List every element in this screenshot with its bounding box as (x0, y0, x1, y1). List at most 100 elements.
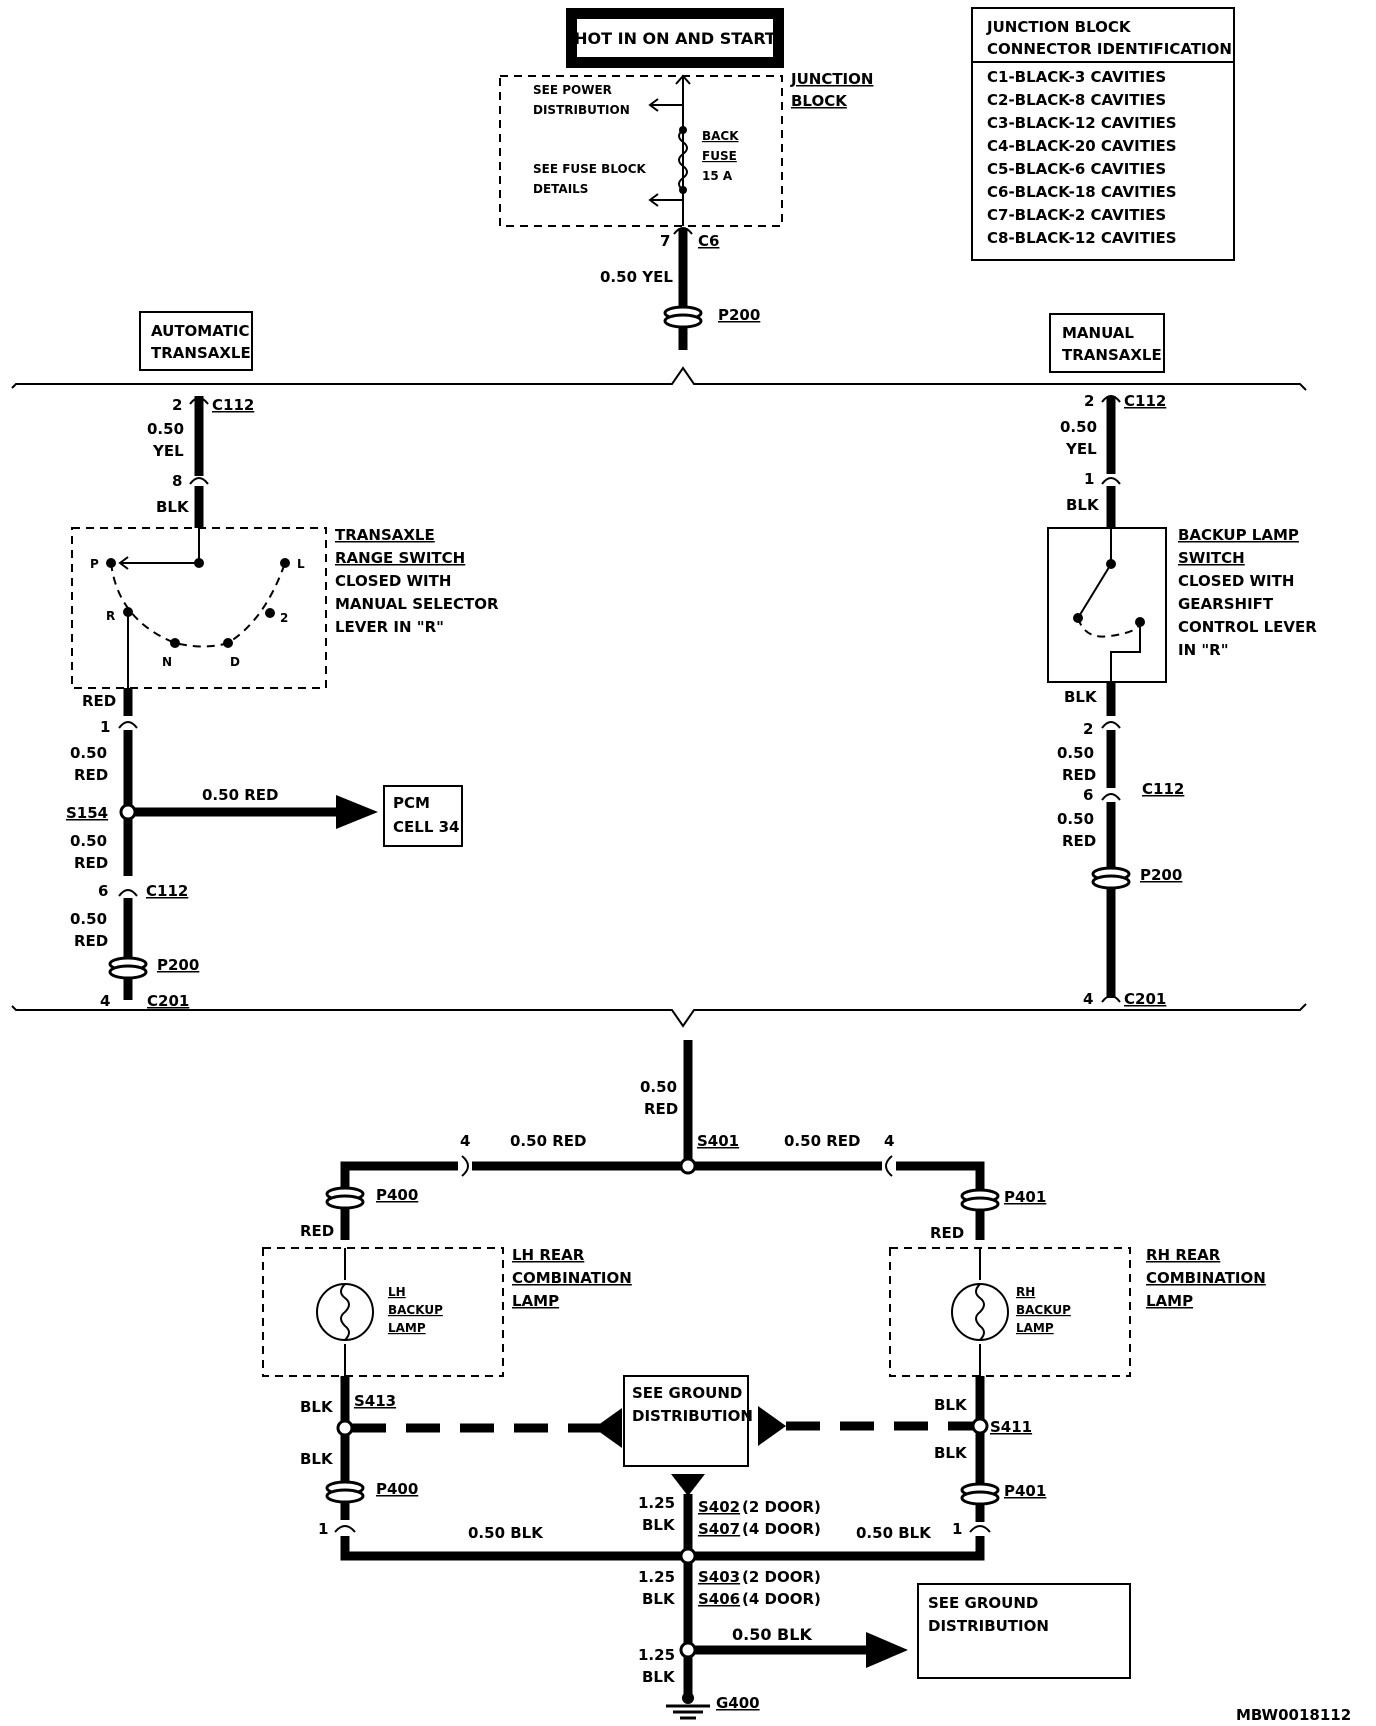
diagram-label: D (230, 655, 240, 669)
diagram-label: SEE GROUND (928, 1594, 1038, 1612)
diagram-label: SWITCH (1178, 549, 1245, 567)
diagram-label: C5-BLACK-6 CAVITIES (987, 160, 1166, 178)
diagram-label: BLK (300, 1398, 334, 1416)
diagram-label: 0.50 (147, 420, 184, 438)
diagram-label: DISTRIBUTION (632, 1407, 753, 1425)
diagram-label: RED (1062, 832, 1096, 850)
diagram-label: 0.50 RED (202, 786, 278, 804)
diagram-label: SEE FUSE BLOCK (533, 162, 647, 176)
arrow-to-pcm (336, 795, 378, 829)
diagram-label: S403 (698, 1568, 740, 1586)
diagram-label: BLK (642, 1590, 676, 1608)
diagram-label: C201 (147, 992, 189, 1010)
diagram-label: 1 (952, 1520, 962, 1538)
diagram-label: MANUAL (1062, 324, 1134, 342)
connector-identification-table: JUNCTION BLOCK CONNECTOR IDENTIFICATION … (971, 7, 1235, 261)
diagram-label: (4 DOOR) (742, 1520, 821, 1538)
diagram-label: C7-BLACK-2 CAVITIES (987, 206, 1166, 224)
arrow-to-ground-distribution (866, 1632, 908, 1668)
diagram-label: BLK (934, 1396, 968, 1414)
diagram-label: TRANSAXLE (1062, 346, 1162, 364)
diagram-label: COMBINATION (512, 1269, 632, 1287)
diagram-label: LAMP (1146, 1292, 1193, 1310)
junction-block-title: JUNCTION (790, 70, 873, 88)
diagram-label: 4 (100, 992, 110, 1010)
diagram-label: (2 DOOR) (742, 1498, 821, 1516)
diagram-label: BLK (300, 1450, 334, 1468)
splice-s402-s407 (679, 1547, 697, 1565)
diagram-label: RED (74, 766, 108, 784)
hot-in-on-and-start-label: HOT IN ON AND START (566, 8, 784, 68)
diagram-label: 4 (884, 1132, 894, 1150)
diagram-label: 8 (172, 472, 182, 490)
diagram-label: P200 (1140, 866, 1182, 884)
splice-s403-s406 (679, 1641, 697, 1659)
diagram-label: RED (82, 692, 116, 710)
diagram-label: LEVER IN "R" (335, 618, 444, 636)
diagram-label: JUNCTION BLOCK (986, 18, 1132, 36)
rh-rear-combination-lamp: RH BACKUP LAMP (889, 1247, 1131, 1377)
transaxle-range-switch: P L R 2 N D (71, 527, 327, 689)
diagram-label: TRANSAXLE (335, 526, 435, 544)
diagram-label: CELL 34 (393, 818, 459, 836)
diagram-label: YEL (152, 442, 184, 460)
diagram-label: R (106, 609, 115, 623)
diagram-label: SEE GROUND (632, 1384, 742, 1402)
diagram-label: C8-BLACK-12 CAVITIES (987, 229, 1177, 247)
diagram-label: P200 (718, 306, 760, 324)
diagram-label: C201 (1124, 990, 1166, 1008)
diagram-label: YEL (1065, 440, 1097, 458)
diagram-label: BLK (1064, 688, 1098, 706)
diagram-label: 1 (1084, 470, 1094, 488)
diagram-label: 0.50 (1057, 810, 1094, 828)
diagram-label: AUTOMATIC (151, 322, 250, 340)
passthrough-p401-top (960, 1188, 1000, 1212)
diagram-label: BLOCK (791, 92, 848, 110)
diagram-label: CONNECTOR IDENTIFICATION (987, 40, 1232, 58)
pcm-cell-34-box: PCM CELL 34 (383, 785, 463, 847)
diagram-label: FUSE (702, 149, 737, 163)
section-break-top (11, 366, 1307, 391)
splice-s411 (971, 1417, 989, 1435)
ground-icon (666, 1692, 710, 1720)
diagram-label: C112 (212, 396, 254, 414)
fuse-icon (678, 129, 688, 191)
diagram-label: DETAILS (533, 182, 588, 196)
backup-lamp-switch (1047, 527, 1167, 683)
passthrough-p401-bottom (960, 1482, 1000, 1506)
diagram-label: 0.50 RED (784, 1132, 860, 1150)
diagram-label: C112 (146, 882, 188, 900)
diagram-label: C6-BLACK-18 CAVITIES (987, 183, 1177, 201)
splice-s413 (336, 1419, 354, 1437)
diagram-label: CLOSED WITH (335, 572, 451, 590)
diagram-label: P200 (157, 956, 199, 974)
see-ground-distribution-box: SEE GROUND DISTRIBUTION (623, 1375, 753, 1467)
diagram-label: 0.50 (70, 832, 107, 850)
passthrough-p200-top (663, 305, 703, 329)
diagram-label: S411 (990, 1418, 1032, 1436)
diagram-label: P401 (1004, 1188, 1046, 1206)
diagram-label: 0.50 RED (510, 1132, 586, 1150)
diagram-label: C1-BLACK-3 CAVITIES (987, 68, 1166, 86)
diagram-label: CLOSED WITH (1178, 572, 1294, 590)
diagram-label: S154 (66, 804, 108, 822)
diagram-label: BLK (156, 498, 190, 516)
junction-block: JUNCTION BLOCK SEE POWER DISTRIBUTION SE… (499, 70, 873, 227)
manual-transaxle-label: MANUAL TRANSAXLE (1049, 313, 1165, 373)
splice-s154 (119, 803, 137, 821)
diagram-label: COMBINATION (1146, 1269, 1266, 1287)
diagram-label: BLK (934, 1444, 968, 1462)
diagram-label: C4-BLACK-20 CAVITIES (987, 137, 1177, 155)
diagram-label: RED (74, 854, 108, 872)
diagram-label: S401 (697, 1132, 739, 1150)
diagram-label: BACKUP LAMP (1178, 526, 1299, 544)
diagram-label: P400 (376, 1186, 418, 1204)
diagram-label: LH REAR (512, 1246, 585, 1264)
diagram-label: 0.50 (70, 744, 107, 762)
diagram-label: 0.50 YEL (600, 268, 673, 286)
diagram-label: 1.25 (638, 1494, 675, 1512)
diagram-label: 4 (460, 1132, 470, 1150)
diagram-label: SEE POWER (533, 83, 612, 97)
diagram-label: LH (388, 1285, 406, 1299)
diagram-label: C2-BLACK-8 CAVITIES (987, 91, 1166, 109)
